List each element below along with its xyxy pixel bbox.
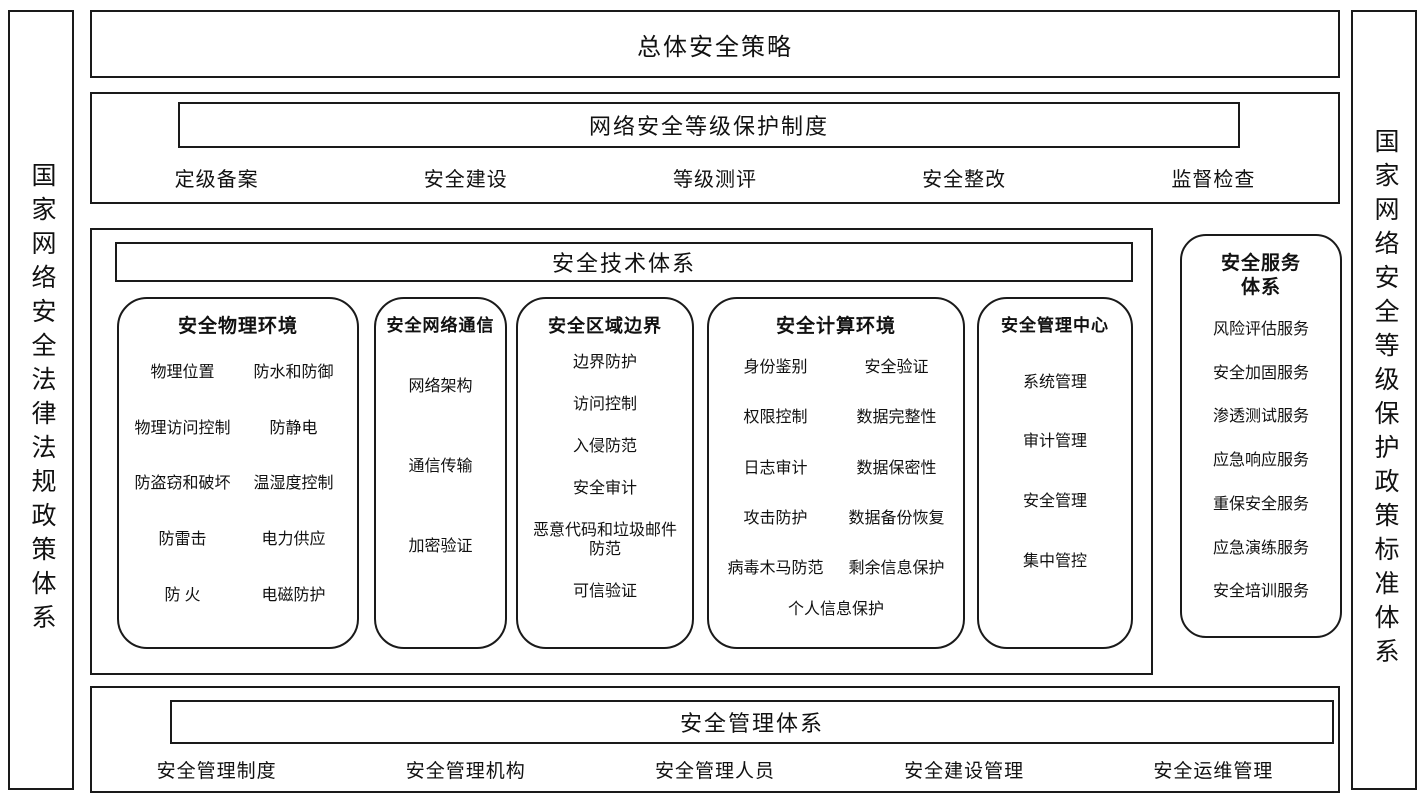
management-item: 安全管理制度 — [156, 760, 277, 782]
network-items-list: 网络架构 通信传输 加密验证 — [376, 336, 505, 647]
network-item: 网络架构 — [408, 377, 473, 395]
computing-item: 数据保密性 — [856, 459, 937, 477]
service-items-list: 风险评估服务 安全加固服务 渗透测试服务 应急响应服务 重保安全服务 应急演练服… — [1182, 300, 1340, 637]
tech-system-section: 安全技术体系 安全物理环境 物理位置 防水和防御 物理访问控制 防静电 防盗窃和… — [90, 228, 1153, 675]
tech-system-title: 安全技术体系 — [551, 251, 696, 276]
grading-protection-title-box: 网络安全等级保护制度 — [178, 102, 1240, 148]
mgmt-center-items-list: 系统管理 审计管理 安全管理 集中管控 — [979, 336, 1131, 647]
card-computing-title: 安全计算环境 — [775, 316, 896, 337]
management-system-section: 安全管理体系 安全管理制度 安全管理机构 安全管理人员 安全建设管理 安全运维管… — [90, 686, 1340, 793]
computing-item: 数据完整性 — [856, 409, 937, 427]
management-item: 安全建设管理 — [904, 760, 1025, 782]
boundary-items-list: 边界防护 访问控制 入侵防范 安全审计 恶意代码和垃圾邮件防范 可信验证 — [518, 338, 692, 648]
service-system-title: 安全服务 体系 — [1220, 253, 1301, 298]
card-area-boundary: 安全区域边界 边界防护 访问控制 入侵防范 安全审计 恶意代码和垃圾邮件防范 可… — [516, 297, 694, 649]
grading-protection-section: 网络安全等级保护制度 定级备案 安全建设 等级测评 安全整改 监督检查 — [90, 92, 1340, 204]
physical-item: 物理访问控制 — [134, 419, 231, 437]
card-physical-environment: 安全物理环境 物理位置 防水和防御 物理访问控制 防静电 防盗窃和破坏 温湿度控… — [117, 297, 359, 649]
mgmt-center-item: 审计管理 — [1022, 433, 1087, 451]
grading-item: 安全整改 — [922, 168, 1007, 191]
boundary-item: 入侵防范 — [572, 438, 637, 456]
grading-item: 安全建设 — [423, 168, 508, 191]
physical-item: 防水和防御 — [253, 363, 334, 381]
card-management-center: 安全管理中心 系统管理 审计管理 安全管理 集中管控 — [977, 297, 1133, 649]
computing-footer-item: 个人信息保护 — [787, 600, 884, 618]
card-mgmt-center-title: 安全管理中心 — [1001, 316, 1109, 335]
grading-item: 定级备案 — [174, 168, 259, 191]
card-network-title: 安全网络通信 — [386, 316, 495, 335]
computing-item: 数据备份恢复 — [848, 509, 945, 527]
management-item: 安全运维管理 — [1153, 760, 1274, 782]
management-item: 安全管理机构 — [405, 760, 526, 782]
grading-item: 监督检查 — [1171, 168, 1256, 191]
grading-item: 等级测评 — [672, 168, 757, 191]
physical-items-grid: 物理位置 防水和防御 物理访问控制 防静电 防盗窃和破坏 温湿度控制 防雷击 电… — [119, 339, 357, 647]
computing-item: 安全验证 — [864, 359, 929, 377]
physical-item: 防静电 — [269, 419, 318, 437]
computing-item: 病毒木马防范 — [727, 560, 824, 578]
boundary-item: 可信验证 — [572, 583, 637, 601]
computing-item: 剩余信息保护 — [848, 560, 945, 578]
management-items-row: 安全管理制度 安全管理机构 安全管理人员 安全建设管理 安全运维管理 — [92, 748, 1338, 790]
physical-item: 防盗窃和破坏 — [134, 475, 231, 493]
service-system-card: 安全服务 体系 风险评估服务 安全加固服务 渗透测试服务 应急响应服务 重保安全… — [1180, 234, 1342, 638]
card-computing-environment: 安全计算环境 身份鉴别 安全验证 权限控制 数据完整性 日志审计 数据保密性 攻… — [707, 297, 965, 649]
physical-item: 防雷击 — [158, 530, 207, 548]
tech-system-title-box: 安全技术体系 — [115, 242, 1133, 282]
management-system-title-box: 安全管理体系 — [170, 700, 1334, 744]
network-item: 加密验证 — [408, 538, 473, 556]
overall-strategy-banner: 总体安全策略 — [90, 10, 1340, 78]
service-item: 安全加固服务 — [1212, 364, 1309, 382]
card-physical-title: 安全物理环境 — [177, 316, 298, 337]
management-item: 安全管理人员 — [654, 760, 775, 782]
card-boundary-title: 安全区域边界 — [548, 316, 662, 336]
computing-item: 日志审计 — [743, 459, 808, 477]
service-item: 重保安全服务 — [1212, 495, 1309, 513]
overall-strategy-title: 总体安全策略 — [637, 34, 793, 61]
physical-item: 物理位置 — [150, 363, 215, 381]
computing-items-grid: 身份鉴别 安全验证 权限控制 数据完整性 日志审计 数据保密性 攻击防护 数据备… — [709, 339, 963, 594]
left-pillar-label: 国家网络安全法律法规政策体系 — [28, 162, 55, 638]
computing-item: 身份鉴别 — [743, 359, 808, 377]
left-pillar-laws-regulations: 国家网络安全法律法规政策体系 — [8, 10, 74, 790]
grading-protection-title: 网络安全等级保护制度 — [588, 114, 829, 139]
mgmt-center-item: 系统管理 — [1022, 373, 1087, 391]
physical-item: 防 火 — [164, 586, 201, 604]
boundary-item: 访问控制 — [572, 395, 637, 413]
boundary-item: 安全审计 — [572, 480, 637, 498]
physical-item: 电力供应 — [261, 530, 326, 548]
service-item: 应急响应服务 — [1212, 452, 1309, 470]
service-item: 安全培训服务 — [1212, 583, 1309, 601]
network-item: 通信传输 — [408, 458, 473, 476]
physical-item: 电磁防护 — [261, 586, 326, 604]
grading-items-row: 定级备案 安全建设 等级测评 安全整改 监督检查 — [92, 154, 1338, 200]
boundary-item: 边界防护 — [572, 353, 637, 371]
management-system-title: 安全管理体系 — [679, 711, 824, 736]
computing-item: 权限控制 — [743, 409, 808, 427]
mgmt-center-item: 安全管理 — [1022, 492, 1087, 510]
computing-item: 攻击防护 — [743, 509, 808, 527]
service-item: 应急演练服务 — [1212, 539, 1309, 557]
boundary-item: 恶意代码和垃圾邮件防范 — [532, 522, 677, 559]
service-item: 渗透测试服务 — [1212, 408, 1309, 426]
service-item: 风险评估服务 — [1212, 320, 1309, 338]
card-network-communication: 安全网络通信 网络架构 通信传输 加密验证 — [374, 297, 507, 649]
right-pillar-label: 国家网络安全等级保护政策标准体系 — [1371, 128, 1398, 672]
physical-item: 温湿度控制 — [253, 475, 334, 493]
right-pillar-standards: 国家网络安全等级保护政策标准体系 — [1351, 10, 1417, 790]
mgmt-center-item: 集中管控 — [1022, 552, 1087, 570]
